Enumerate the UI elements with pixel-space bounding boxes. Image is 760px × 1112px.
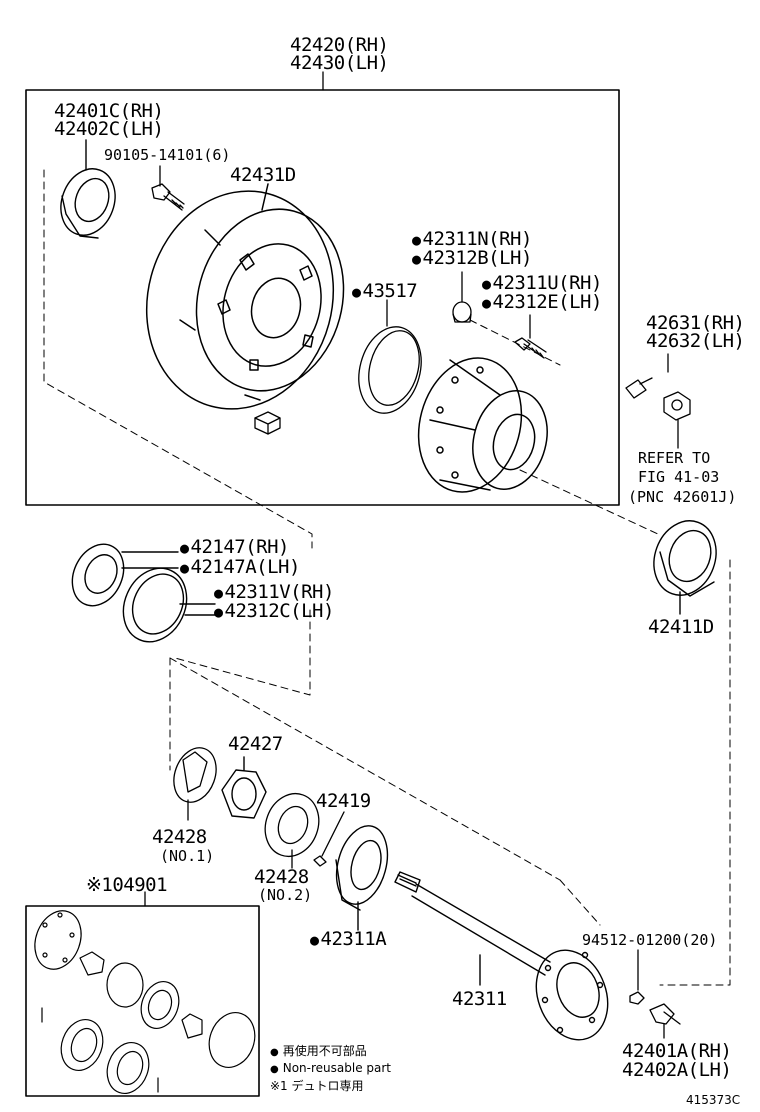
label-washer-no1: 42428 [152,826,207,848]
gasket [335,825,389,931]
label-drum-assy-rh: 42420(RH) [290,34,389,56]
brake-drum [145,183,345,410]
label-gasket: 42311A [310,928,387,950]
label-drum: 42431D [230,164,296,186]
stud-rh-text: 42311U(RH) [492,272,603,294]
legend-note-1: ※1 デュトロ専用 [270,1079,364,1093]
legend-jp-text: 再使用不可部品 [282,1044,367,1058]
label-kit: ※104901 [86,874,168,896]
label-bearing: 42411D [648,616,714,638]
label-washer-no2: 42428 [254,866,309,888]
label-washer-no2-note: (NO.2) [258,886,313,904]
sensor-rotor [358,299,422,414]
label-oil-seal-lh: 42312C(LH) [214,600,335,622]
label-seal-ring-lh: 42147A(LH) [180,556,301,578]
hub-bolt-lh-text: 42312B(LH) [422,247,533,269]
seal-ring-lh-text: 42147A(LH) [190,556,301,578]
pipe-fitting [625,353,691,449]
bolt-90105 [151,165,185,211]
hub-bolt-rh-text: 42311N(RH) [422,228,533,250]
label-bolt: 90105-14101(6) [104,146,231,164]
label-gasket2-rh: 42401A(RH) [622,1040,732,1062]
legend-non-reusable-jp: 再使用不可部品 [270,1045,367,1059]
lock-nut [221,756,267,819]
oil-seal-rh-text: 42311V(RH) [224,581,335,603]
washer-no2 [264,792,320,869]
bolt-washer [629,949,681,1039]
label-seal-ring-rh: 42147(RH) [180,536,290,558]
label-refer-fig: FIG 41-03 [638,468,720,486]
seal-ring-rh-text: 42147(RH) [190,536,290,558]
label-seal-lh: 42402C(LH) [54,118,164,140]
pin-42419 [313,811,345,867]
sensor-rotor-text: 43517 [362,280,418,302]
label-refer-to: REFER TO [638,449,711,467]
oil-seal-lh-text: 42312C(LH) [224,600,335,622]
label-drum-assy-lh: 42430(LH) [290,52,389,74]
label-pin: 42419 [316,790,371,812]
washer-no1 [173,747,217,821]
axle-hub [417,357,548,493]
label-pipe-rh: 42631(RH) [646,312,745,334]
axle-shaft [394,871,609,1041]
label-stud-lh: 42312E(LH) [482,291,603,313]
kit-frame [25,905,260,1097]
stud-lh-text: 42312E(LH) [492,291,603,313]
label-stud-rh: 42311U(RH) [482,272,603,294]
kit-parts [34,910,256,1094]
hub-nut [452,271,472,323]
label-nut: 42427 [228,733,283,755]
seal-pair [71,543,216,643]
label-sensor-rotor: 43517 [352,280,418,302]
figure-number: 415373C [686,1093,741,1107]
legend-en-text: Non-reusable part [282,1061,392,1075]
bearing [653,520,717,615]
label-shaft: 42311 [452,988,507,1010]
label-washer-no1-note: (NO.1) [160,847,215,865]
label-pipe-lh: 42632(LH) [646,330,745,352]
label-refer-pnc: (PNC 42601J) [628,488,737,506]
gasket-text: 42311A [320,928,387,950]
label-hub-bolt-rh: 42311N(RH) [412,228,533,250]
label-hub-bolt-lh: 42312B(LH) [412,247,533,269]
label-gasket2-lh: 42402A(LH) [622,1059,732,1081]
seal-top-left [60,139,116,239]
stud-bolt [514,314,547,359]
label-oil-seal-rh: 42311V(RH) [214,581,335,603]
legend-non-reusable-en: Non-reusable part [270,1062,391,1076]
label-washer-bolt: 94512-01200(20) [582,931,718,949]
label-seal-rh: 42401C(RH) [54,100,164,122]
small-block [254,411,281,435]
